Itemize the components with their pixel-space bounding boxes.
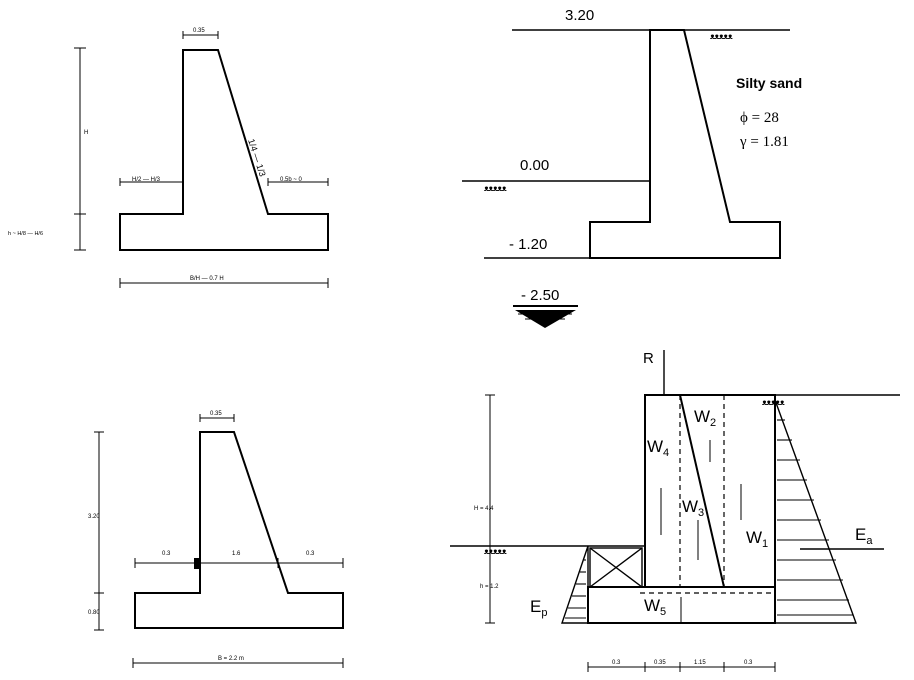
bottom-right-soil-symbol-ground: ᴥᴥᴥᴥᴥ — [484, 547, 507, 556]
top-left-base-thickness-label: h ~ H/8 — H/6 — [8, 231, 43, 237]
bottom-left-base-thickness-label: 0.80 — [88, 610, 100, 616]
resultant-label: R — [643, 350, 654, 367]
bottom-right-dim-3: 1.15 — [694, 660, 706, 666]
bottom-left-dim-middle: 1.6 — [232, 551, 241, 557]
w5-label: W5 — [644, 596, 666, 618]
soil-symbol-top: ᴥᴥᴥᴥᴥ — [710, 32, 733, 41]
bottom-left-base-width-label: B = 2.2 m — [218, 656, 244, 662]
top-left-heel-label: 0.5b ~ 0 — [280, 177, 303, 183]
top-right-wall-outline — [589, 29, 781, 259]
bottom-left-top-width-label: 0.35 — [210, 411, 222, 417]
bottom-left-wall-section: 0.35 0.3 1.6 0.3 3.20 0.80 B = 2.2 m — [88, 411, 344, 668]
bottom-left-dim-left: 0.3 — [162, 551, 171, 557]
bottom-left-wall-outline — [134, 431, 344, 629]
w4-label: W4 — [647, 437, 669, 459]
bottom-right-dim-1: 0.3 — [612, 660, 621, 666]
active-pressure-diagram — [774, 399, 884, 624]
top-left-wall-outline — [119, 49, 329, 251]
top-left-base-width-label: B/H — 0.7 H — [190, 276, 224, 282]
bottom-left-height-label: 3.20 — [88, 514, 100, 520]
phi-label: ϕ = 28 — [740, 110, 779, 126]
bottom-right-dim-4: 0.3 — [744, 660, 753, 666]
level-ground-label: 0.00 — [520, 157, 549, 174]
passive-pressure-diagram — [561, 545, 589, 624]
level-base-label: - 1.20 — [509, 236, 547, 253]
bottom-right-height-label: H = 4.4 — [474, 506, 494, 512]
level-top-label: 3.20 — [565, 7, 594, 24]
w3-label: W3 — [682, 497, 704, 519]
top-left-toe-label: H/2 — H/3 — [132, 177, 161, 183]
ea-label: Ea — [855, 525, 873, 547]
excavation-box — [589, 547, 643, 588]
bottom-right-base-label: h = 1.2 — [480, 584, 499, 590]
top-right-soil-section: 3.20 0.00 - 1.20 - 2.50 Silty sand ϕ = 2… — [462, 7, 802, 328]
w1-label: W1 — [746, 528, 768, 550]
soil-symbol-ground: ᴥᴥᴥᴥᴥ — [484, 184, 507, 193]
water-level-icon — [513, 305, 578, 328]
bottom-left-dim-right: 0.3 — [306, 551, 315, 557]
gamma-label: γ = 1.81 — [739, 134, 789, 150]
top-left-height-label: H — [84, 130, 88, 136]
w2-label: W2 — [694, 407, 716, 429]
bottom-right-force-diagram: ᴥᴥᴥᴥᴥ ᴥᴥᴥᴥᴥ R W2 W4 W3 W1 W5 — [450, 350, 900, 672]
soil-name-label: Silty sand — [736, 75, 802, 91]
top-left-slope-label: 1/4 — 1/3 — [246, 138, 268, 178]
top-left-top-width-label: 0.35 — [193, 28, 205, 34]
bottom-right-soil-symbol-top: ᴥᴥᴥᴥᴥ — [762, 398, 785, 407]
bottom-right-wall-slope — [679, 394, 725, 588]
ep-label: Ep — [530, 597, 547, 619]
level-water-label: - 2.50 — [521, 287, 559, 304]
bottom-right-dim-2: 0.35 — [654, 660, 666, 666]
top-left-wall-section: 0.35 1/4 — 1/3 H h ~ H/8 — H/6 H/2 — H/3… — [8, 28, 329, 288]
